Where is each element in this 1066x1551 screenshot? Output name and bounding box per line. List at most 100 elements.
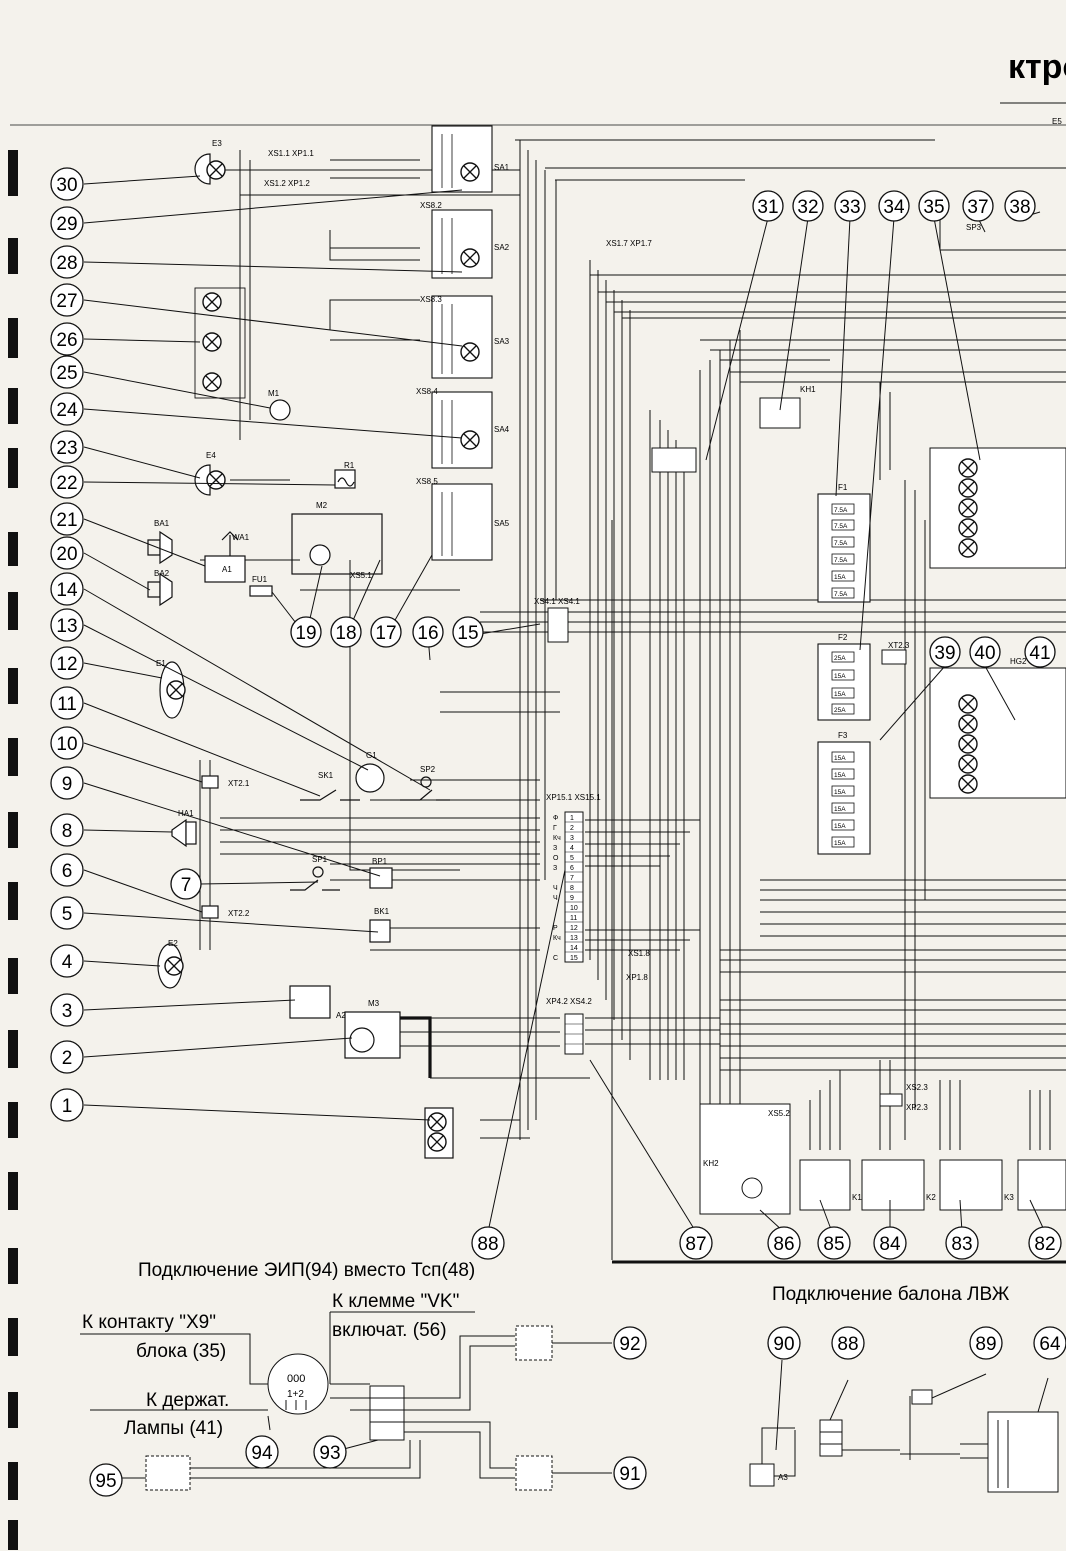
callout-86: 86 — [773, 1234, 794, 1255]
callout-31: 31 — [757, 197, 778, 218]
label-ba2: BA2 — [154, 569, 170, 578]
label-xp4-2: XP4.2 XS4.2 — [546, 997, 592, 1006]
fuse-values: 7.5A 7.5A 7.5A 7.5A 15A 7.5A 25A 15A 15A… — [834, 507, 848, 847]
label-f3: F3 — [838, 731, 848, 740]
label-xs5-1: XS5.1 — [350, 571, 372, 580]
callout-circle-22 — [50, 465, 84, 499]
xp15-pin: 4 — [570, 845, 574, 852]
callout-circle-28 — [50, 245, 84, 279]
callouts-right-mid: 39 40 41 — [929, 636, 1056, 668]
xp15-pin: 5 — [570, 855, 574, 862]
eip-derzhat-1: К держат. — [146, 1390, 229, 1411]
label-e2: E2 — [168, 939, 178, 948]
eip-kontakt-1: К контакту "Х9" — [82, 1312, 216, 1333]
label-xs2-3: XS2.3 — [906, 1083, 928, 1092]
xp15-pin: 12 — [570, 925, 578, 932]
callout-84: 84 — [879, 1234, 901, 1255]
xp15-pin: 10 — [570, 905, 578, 912]
callout-circle-14 — [50, 572, 84, 606]
fuse-f3-5: 15A — [834, 823, 846, 830]
caption-lvzh: Подключение балона ЛВЖ — [772, 1284, 1010, 1305]
label-k2: K2 — [926, 1193, 936, 1202]
label-k1: K1 — [852, 1193, 862, 1202]
callout-circle-23 — [50, 430, 84, 464]
callout-82: 82 — [1034, 1234, 1055, 1255]
label-xs8-5: XS8.5 — [416, 477, 438, 486]
label-f1: F1 — [838, 483, 848, 492]
fuse-f2-4: 25A — [834, 707, 846, 714]
callout-25: 25 — [56, 363, 77, 384]
label-xs1-1: XS1.1 XP1.1 — [268, 149, 314, 158]
callouts-bottom: 88 87 86 85 84 83 82 — [471, 1226, 1062, 1260]
caption-eip: Подключение ЭИП(94) вместо Тсп(48) — [138, 1260, 475, 1281]
xp15-wire-color: З — [553, 865, 557, 872]
callout-circle-20 — [50, 536, 84, 570]
callout-30: 30 — [56, 175, 77, 196]
xp15-pin: 8 — [570, 885, 574, 892]
callout-circle-21 — [50, 502, 84, 536]
label-sa1: SA1 — [494, 163, 510, 172]
callout-14: 14 — [56, 580, 78, 601]
callout-10: 10 — [56, 734, 77, 755]
label-sa2: SA2 — [494, 243, 510, 252]
callout-5: 5 — [62, 904, 73, 925]
callout-15: 15 — [457, 623, 478, 644]
callout-circle-10 — [50, 726, 84, 760]
label-m2: M2 — [316, 501, 328, 510]
left-components — [147, 153, 454, 1159]
label-xt2-1: XT2.1 — [228, 779, 250, 788]
label-bp1: BP1 — [372, 857, 388, 866]
callout-28: 28 — [56, 253, 77, 274]
leader-lines — [83, 175, 1046, 1233]
eip-callouts: 92 91 93 94 95 — [89, 1326, 647, 1497]
callout-21: 21 — [56, 510, 77, 531]
callout-12: 12 — [56, 654, 77, 675]
callout-circle-30 — [50, 167, 84, 201]
callout-circle-9 — [50, 766, 84, 800]
label-xs1-7: XS1.7 XP1.7 — [606, 239, 652, 248]
label-kh1: KH1 — [800, 385, 816, 394]
callout-13: 13 — [56, 616, 77, 637]
bold-wire — [400, 1016, 432, 1078]
lvzh-inset — [749, 1359, 1059, 1493]
label-sp3: SP3 — [966, 223, 982, 232]
callout-39: 39 — [934, 643, 955, 664]
label-xp2-3: XP2.3 — [906, 1103, 928, 1112]
callout-26: 26 — [56, 330, 77, 351]
callout-90: 90 — [773, 1334, 794, 1355]
callout-32: 32 — [797, 197, 818, 218]
callout-circle-13 — [50, 608, 84, 642]
label-m1: M1 — [268, 389, 280, 398]
label-a1: A1 — [222, 565, 232, 574]
xp15-pin: 7 — [570, 875, 574, 882]
callout-38: 38 — [1009, 197, 1030, 218]
label-sp1: SP1 — [312, 855, 328, 864]
eip-kontakt-2: блока (35) — [136, 1341, 226, 1362]
callout-circle-8 — [50, 813, 84, 847]
xp15-pin: 13 — [570, 935, 578, 942]
callout-85: 85 — [823, 1234, 844, 1255]
callout-circle-12 — [50, 646, 84, 680]
callout-circle-26 — [50, 322, 84, 356]
callout-circle-29 — [50, 206, 84, 240]
callout-4: 4 — [62, 952, 73, 973]
callout-27: 27 — [56, 291, 77, 312]
callout-8: 8 — [62, 821, 73, 842]
callout-9: 9 — [62, 774, 73, 795]
lvzh-callouts: 90 88 89 64 — [767, 1326, 1066, 1360]
eip-text: К контакту "Х9" блока (35) К клемме "VK"… — [82, 1291, 459, 1439]
fuse-f3-1: 15A — [834, 755, 846, 762]
binder-holes — [8, 150, 18, 1550]
xp15-wire-color: Ч — [553, 895, 558, 902]
callout-92: 92 — [619, 1334, 640, 1355]
fuse-f2-3: 15A — [834, 691, 846, 698]
fuse-f3-3: 15A — [834, 789, 846, 796]
xp15-pin: 11 — [570, 915, 577, 922]
fuse-f2-2: 15A — [834, 673, 846, 680]
callout-33: 33 — [839, 197, 860, 218]
xp15-pin: 14 — [570, 945, 578, 952]
label-a3: A3 — [778, 1473, 788, 1482]
xp15-wire-color: С — [553, 955, 558, 962]
callout-95: 95 — [95, 1471, 116, 1492]
